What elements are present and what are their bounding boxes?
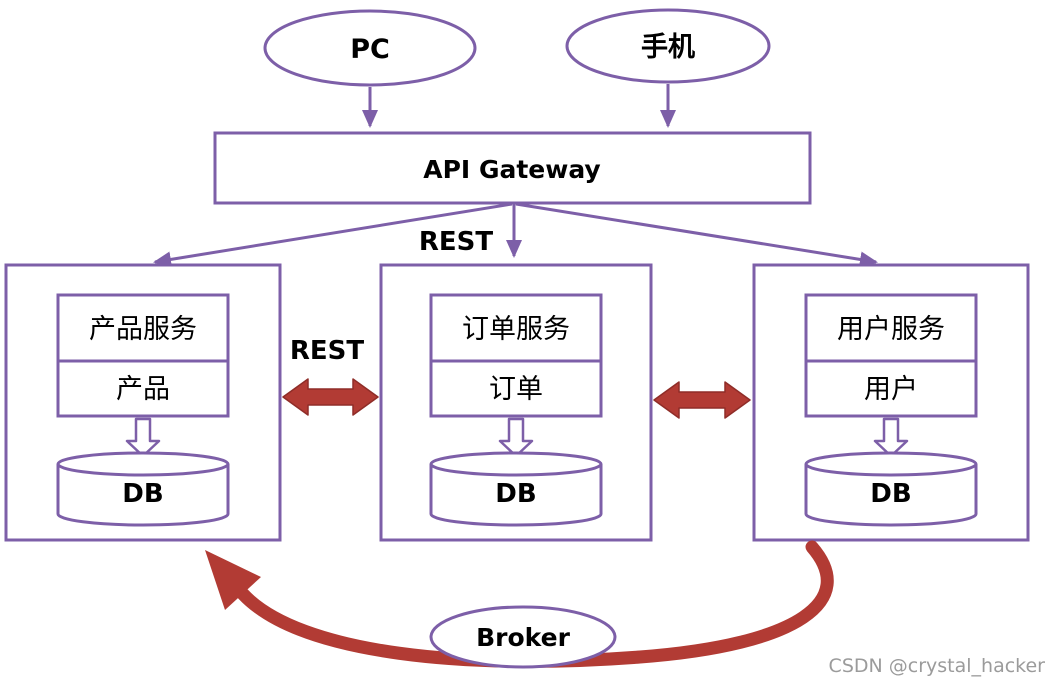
user-entity-label: 用户 (864, 374, 918, 405)
arrow-user-to-db-icon (873, 417, 909, 458)
product-db-cylinder-top (56, 451, 230, 477)
user-entity-box (804, 359, 978, 418)
product-service-title: 产品服务 (89, 314, 197, 345)
order-db-label: DB (495, 479, 536, 509)
rest-label-top: REST (419, 227, 494, 257)
order-db-cylinder-body (429, 464, 603, 527)
product-entity-label: 产品 (116, 374, 170, 405)
broker-label: Broker (476, 623, 570, 652)
arrow-gateway-to-product-service (153, 202, 513, 268)
product-entity-box (56, 359, 230, 418)
double-arrow-order-user (653, 381, 751, 419)
pc-node (263, 9, 477, 87)
rest-label-middle: REST (290, 336, 365, 366)
user-service-title-box (804, 293, 978, 363)
watermark-text: CSDN @crystal_hacker (829, 655, 1046, 677)
broker-curve-arrow (236, 540, 834, 668)
order-service-title: 订单服务 (462, 314, 570, 345)
api-gateway-box (213, 131, 812, 205)
api-gateway-label: API Gateway (423, 155, 600, 184)
broker-curve-arrowhead-icon (205, 550, 261, 610)
user-db-label: DB (870, 479, 911, 509)
order-entity-label: 订单 (489, 374, 543, 405)
product-db-label: DB (122, 479, 163, 509)
order-db-cylinder-top (429, 451, 603, 477)
user-db-cylinder-body (804, 464, 978, 527)
mobile-node (565, 8, 771, 84)
double-arrow-product-order (282, 378, 379, 416)
user-db-cylinder-top (804, 451, 978, 477)
broker-node (429, 605, 617, 669)
user-service-title: 用户服务 (837, 314, 945, 345)
order-entity-box (429, 359, 603, 418)
pc-label: PC (350, 34, 390, 65)
order-service-title-box (429, 293, 603, 363)
product-db-cylinder-body (56, 464, 230, 527)
mobile-label: 手机 (641, 32, 695, 63)
arrow-order-to-db-icon (498, 417, 534, 458)
arrow-product-to-db-icon (125, 417, 161, 458)
arrow-gateway-to-user-service (515, 202, 878, 268)
